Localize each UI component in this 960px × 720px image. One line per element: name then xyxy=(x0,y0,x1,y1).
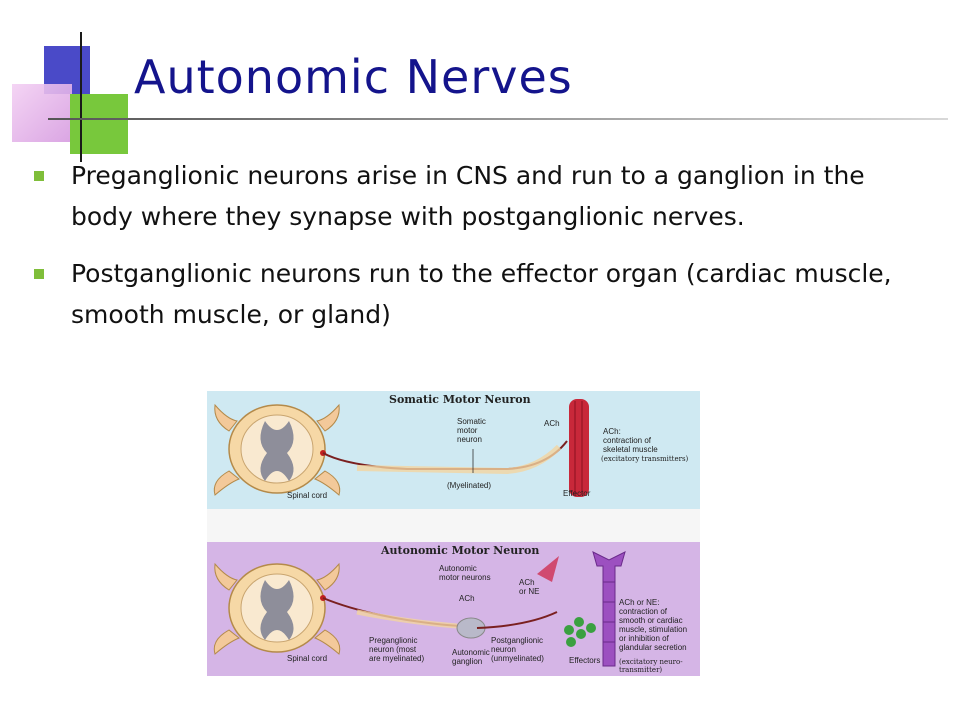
postganglionic-label: Postganglionic neuron (unmyelinated) xyxy=(491,636,544,663)
autonomic-effect-label: ACh or NE: contraction of smooth or card… xyxy=(619,598,688,652)
slide-title: Autonomic Nerves xyxy=(134,50,573,104)
autonomic-ach-ne-label: ACh or NE xyxy=(519,578,540,596)
decor-square-green xyxy=(70,94,128,154)
somatic-ach-label: ACh xyxy=(544,419,560,428)
somatic-transmitter-label: (excitatory transmitters) xyxy=(601,455,689,463)
autonomic-illustration xyxy=(213,551,626,667)
bullet-list: Preganglionic neurons arise in CNS and r… xyxy=(34,155,934,351)
autonomic-panel: Autonomic Motor Neuron Autonomic motor n… xyxy=(207,542,700,676)
effectors-label: Effectors xyxy=(569,656,601,665)
bullet-item: Preganglionic neurons arise in CNS and r… xyxy=(34,155,934,237)
autonomic-transmitter-label: (excitatory neuro- transmitter) xyxy=(619,658,683,674)
title-underline xyxy=(48,118,948,120)
autonomic-title: Autonomic Motor Neuron xyxy=(381,544,540,557)
bullet-marker xyxy=(34,171,44,181)
bullet-text: Preganglionic neurons arise in CNS and r… xyxy=(71,161,865,231)
bullet-marker xyxy=(34,269,44,279)
somatic-spinal-cord-label: Spinal cord xyxy=(287,491,328,500)
preganglionic-label: Preganglionic neuron (most are myelinate… xyxy=(369,636,425,663)
somatic-illustration xyxy=(213,399,589,497)
bullet-item: Postganglionic neurons run to the effect… xyxy=(34,253,934,335)
panel-gap xyxy=(207,509,700,542)
somatic-effect-label: ACh: contraction of skeletal muscle xyxy=(603,427,658,454)
bullet-text: Postganglionic neurons run to the effect… xyxy=(71,259,892,329)
decor-line-vertical xyxy=(80,32,82,162)
neuron-diagram: Somatic Motor Neuron Somatic motor neuro… xyxy=(207,391,700,676)
somatic-myelinated-label: (Myelinated) xyxy=(447,481,492,490)
autonomic-ach-label: ACh xyxy=(459,594,475,603)
somatic-effector-label: Effector xyxy=(563,489,591,498)
autonomic-motor-neurons-label: Autonomic motor neurons xyxy=(439,564,491,582)
somatic-title: Somatic Motor Neuron xyxy=(389,393,531,406)
ganglion-label: Autonomic ganglion xyxy=(452,648,490,666)
decor-square-pink xyxy=(12,84,72,142)
somatic-panel: Somatic Motor Neuron Somatic motor neuro… xyxy=(207,391,700,509)
somatic-neuron-label: Somatic motor neuron xyxy=(457,417,486,444)
autonomic-spinal-cord-label: Spinal cord xyxy=(287,654,328,663)
